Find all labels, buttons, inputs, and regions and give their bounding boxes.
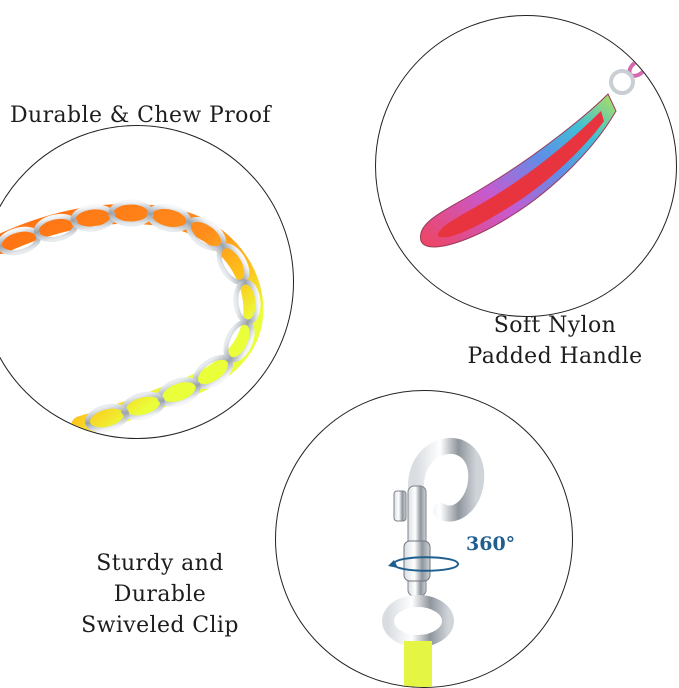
clip-caption-line2: Swiveled Clip — [81, 613, 239, 638]
handle-illustration — [420, 44, 663, 248]
handle-caption-line2: Padded Handle — [467, 344, 643, 369]
rotation-arrow-icon — [388, 556, 460, 572]
handle-caption: Soft Nylon Padded Handle — [455, 310, 655, 372]
rotation-label: 360° — [466, 533, 516, 555]
chew-proof-caption: Durable & Chew Proof — [10, 103, 271, 128]
chain-detail-circle — [0, 125, 294, 439]
handle-detail-circle — [375, 15, 677, 317]
handle-caption-line1: Soft Nylon — [493, 313, 617, 338]
chain-illustration — [0, 199, 264, 436]
clip-caption: Sturdy and Durable Swiveled Clip — [55, 548, 265, 641]
clip-caption-line1: Sturdy and Durable — [96, 551, 224, 607]
clip-detail-circle — [275, 390, 573, 688]
clip-illustration — [382, 437, 485, 687]
